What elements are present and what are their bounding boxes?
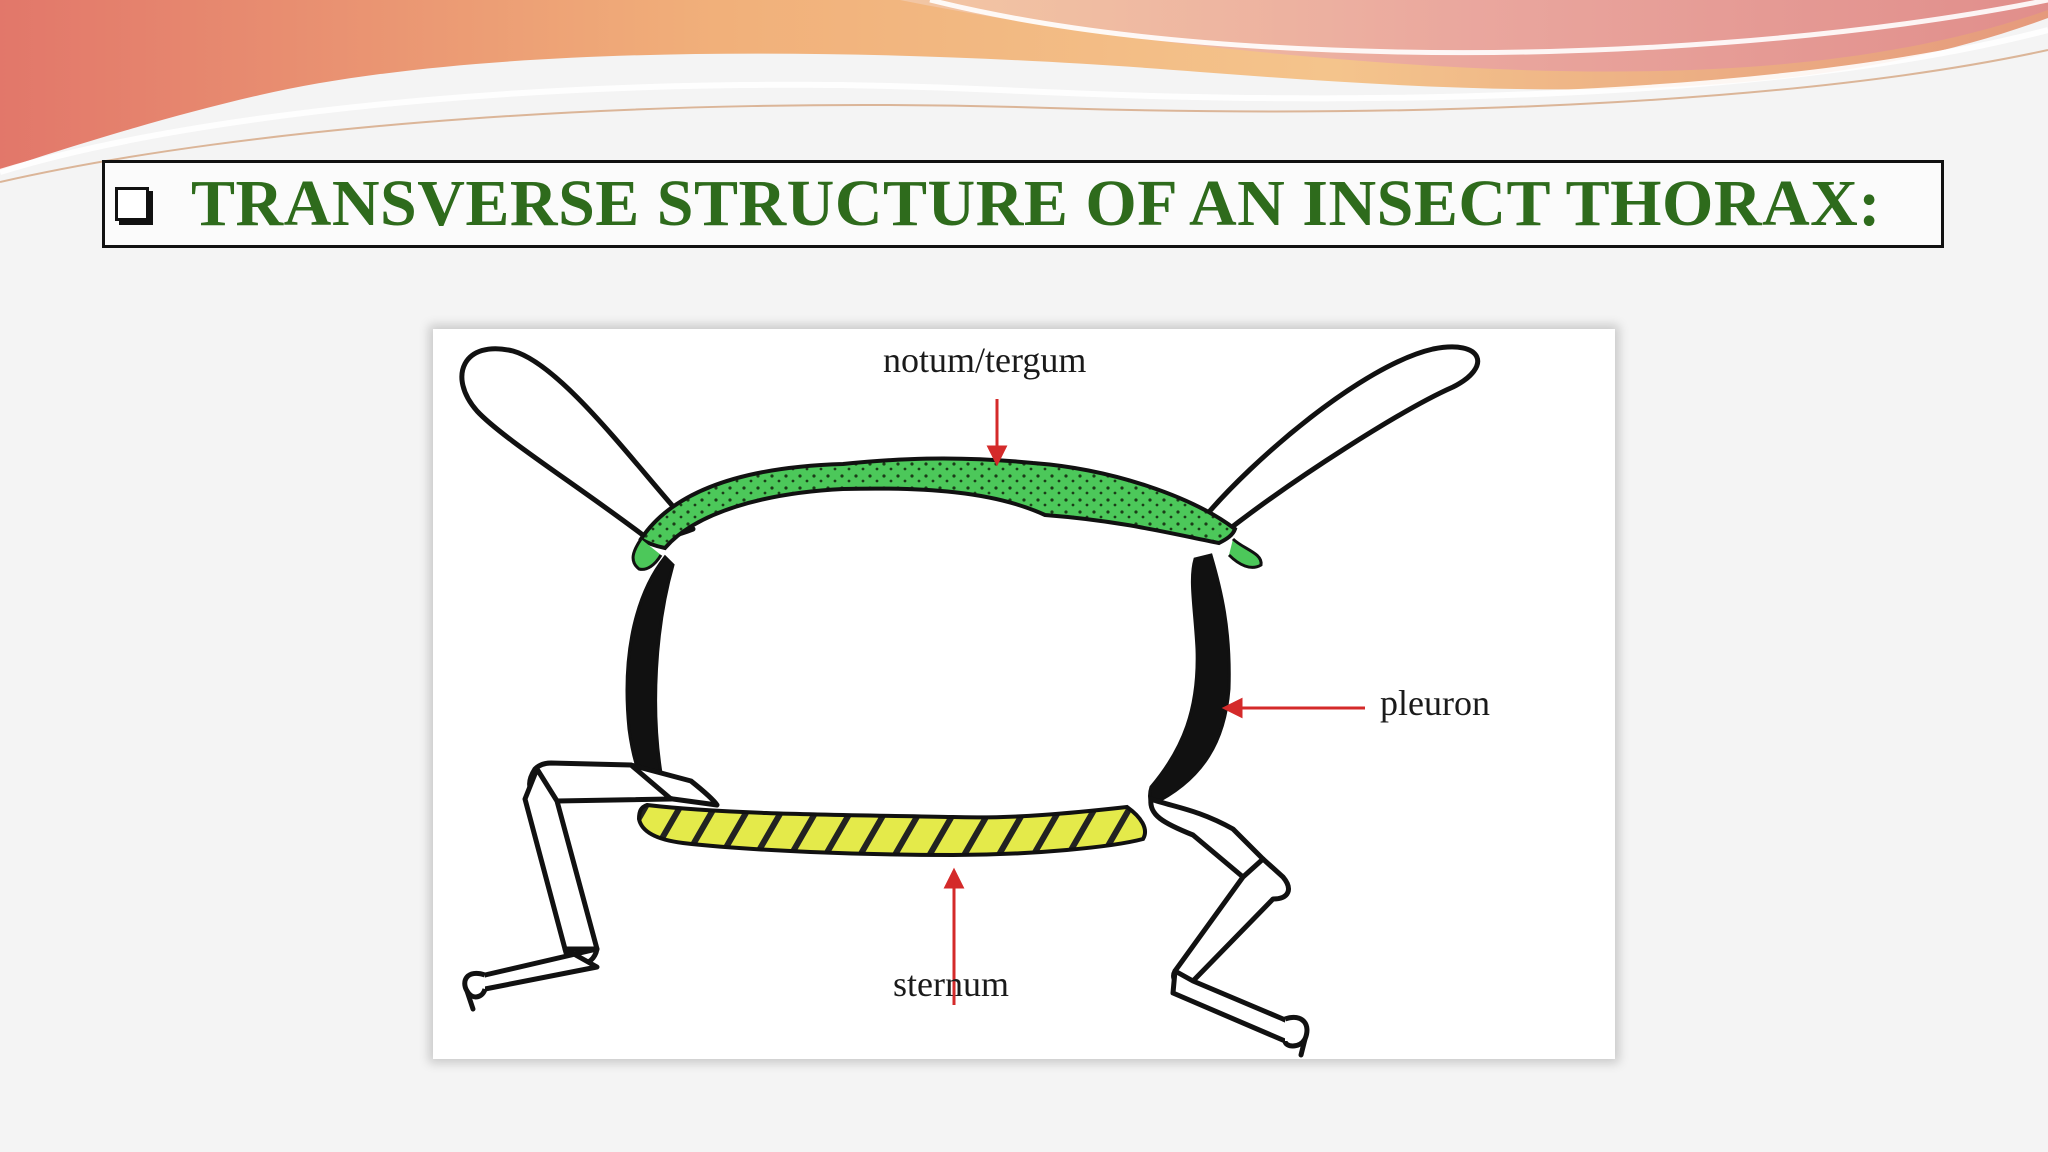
notum-edge-right — [1227, 537, 1263, 569]
checkbox-bullet-icon — [115, 187, 149, 221]
arrow-notum — [986, 399, 1008, 467]
header-banner — [0, 0, 2048, 190]
thorax-diagram — [459, 344, 1481, 1058]
slide-title: TRANSVERSE STRUCTURE OF AN INSECT THORAX… — [191, 167, 1881, 240]
sternum — [636, 802, 1147, 858]
notum-edge-left — [631, 538, 663, 571]
thorax-diagram-figure: notum/tergum pleuron sternum — [433, 329, 1615, 1059]
label-pleuron: pleuron — [1380, 683, 1490, 723]
label-notum-tergum: notum/tergum — [883, 340, 1087, 380]
notum-tergum — [638, 456, 1238, 551]
pleuron-right — [1148, 553, 1231, 808]
arrow-pleuron — [1221, 697, 1365, 719]
arrow-sternum — [943, 867, 965, 1005]
slide-title-box: TRANSVERSE STRUCTURE OF AN INSECT THORAX… — [102, 160, 1944, 248]
left-wing — [459, 346, 696, 542]
label-sternum: sternum — [893, 964, 1009, 1004]
right-wing — [1200, 344, 1481, 537]
pleuron-left — [625, 554, 675, 791]
